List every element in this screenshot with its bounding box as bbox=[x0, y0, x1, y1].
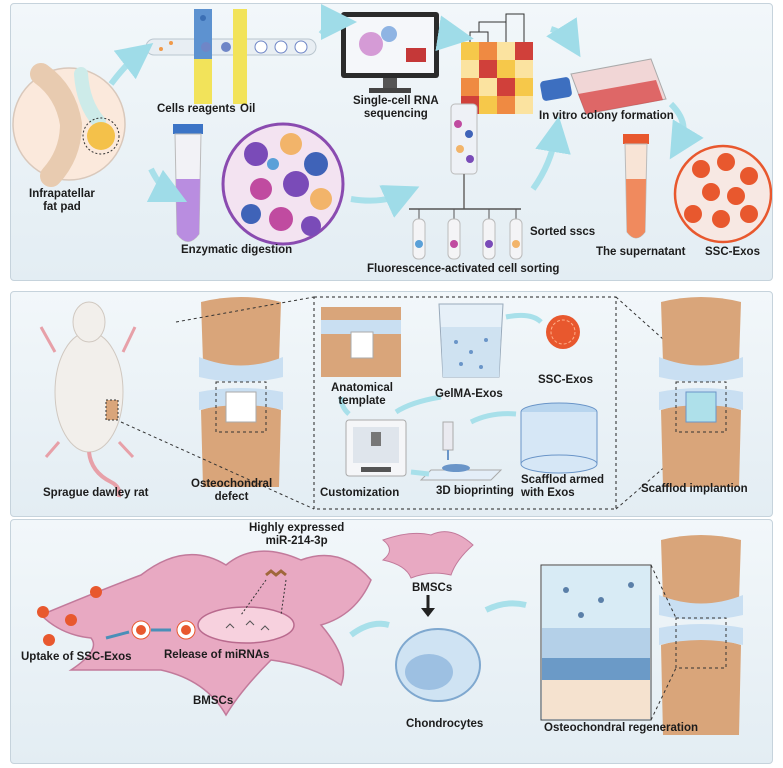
mirna-icon bbox=[265, 569, 287, 577]
label-oil: Oil bbox=[240, 103, 256, 115]
label-gelma: GelMA-Exos bbox=[435, 388, 503, 400]
bmsc-small-icon bbox=[381, 531, 474, 579]
label-bioprinting: 3D bioprinting bbox=[436, 485, 514, 497]
knee-joint-defect-icon bbox=[199, 297, 283, 487]
flow-arrows bbox=[108, 4, 704, 218]
label-implant: Scafflod implantion bbox=[641, 483, 748, 495]
panel2-arrows bbox=[338, 312, 543, 477]
culture-flask-icon bbox=[540, 58, 667, 115]
label-uptake: Uptake of SSC-Exos bbox=[21, 651, 132, 663]
label-colony: In vitro colony formation bbox=[539, 110, 674, 122]
3d-printer-icon bbox=[345, 419, 407, 477]
label-regeneration: Osteochondral regeneration bbox=[544, 722, 699, 734]
label-chondrocytes: Chondrocytes bbox=[406, 718, 484, 730]
computer-monitor-icon bbox=[341, 12, 439, 93]
exosome-icon bbox=[65, 614, 77, 626]
fat-pad-icon bbox=[87, 122, 115, 150]
label-cells-reagents: Cells reagents bbox=[157, 103, 236, 115]
label-ssc-exos-2: SSC-Exos bbox=[538, 374, 593, 386]
cell-sorter-icon bbox=[409, 103, 523, 260]
label-bmscs: BMSCs bbox=[193, 695, 234, 707]
label-supernatant: The supernatant bbox=[596, 246, 686, 258]
microfluidic-chip-icon bbox=[145, 9, 317, 104]
panel2-illustration bbox=[39, 296, 743, 510]
rat-icon bbox=[39, 301, 137, 498]
anatomical-template-icon bbox=[321, 307, 401, 377]
label-bmscs-top: BMSCs bbox=[412, 582, 453, 594]
regeneration-tissue-icon bbox=[540, 564, 652, 721]
exosome-icon bbox=[37, 606, 49, 618]
exosome-icon bbox=[43, 634, 55, 646]
label-enzymatic: Enzymatic digestion bbox=[181, 244, 293, 256]
falcon-tube-icon bbox=[173, 124, 203, 242]
label-sorted: Sorted sscs bbox=[530, 226, 596, 238]
workflow-box bbox=[313, 296, 617, 510]
label-customization: Customization bbox=[320, 487, 400, 499]
knee-regenerated-icon bbox=[659, 535, 743, 735]
scaffold-icon bbox=[520, 402, 598, 474]
exosomes-circle bbox=[673, 144, 772, 244]
label-ssc-exos: SSC-Exos bbox=[705, 246, 760, 258]
heatmap-icon bbox=[461, 13, 533, 114]
panel3-arrows bbox=[349, 600, 527, 638]
label-rat: Sprague dawley rat bbox=[43, 487, 149, 499]
digestion-circle bbox=[221, 122, 345, 246]
supernatant-tube-icon bbox=[623, 134, 649, 239]
panel1-illustration bbox=[12, 4, 772, 260]
knee-implant-icon bbox=[659, 297, 743, 487]
gelma-beaker-icon bbox=[438, 303, 504, 378]
knee-circle bbox=[12, 63, 126, 187]
exosome-icon bbox=[90, 586, 102, 598]
label-facs: Fluorescence-activated cell sorting bbox=[367, 263, 560, 275]
bioprinting-icon bbox=[419, 421, 503, 481]
label-release: Release of miRNAs bbox=[164, 649, 270, 661]
panel3-illustration bbox=[37, 531, 743, 735]
